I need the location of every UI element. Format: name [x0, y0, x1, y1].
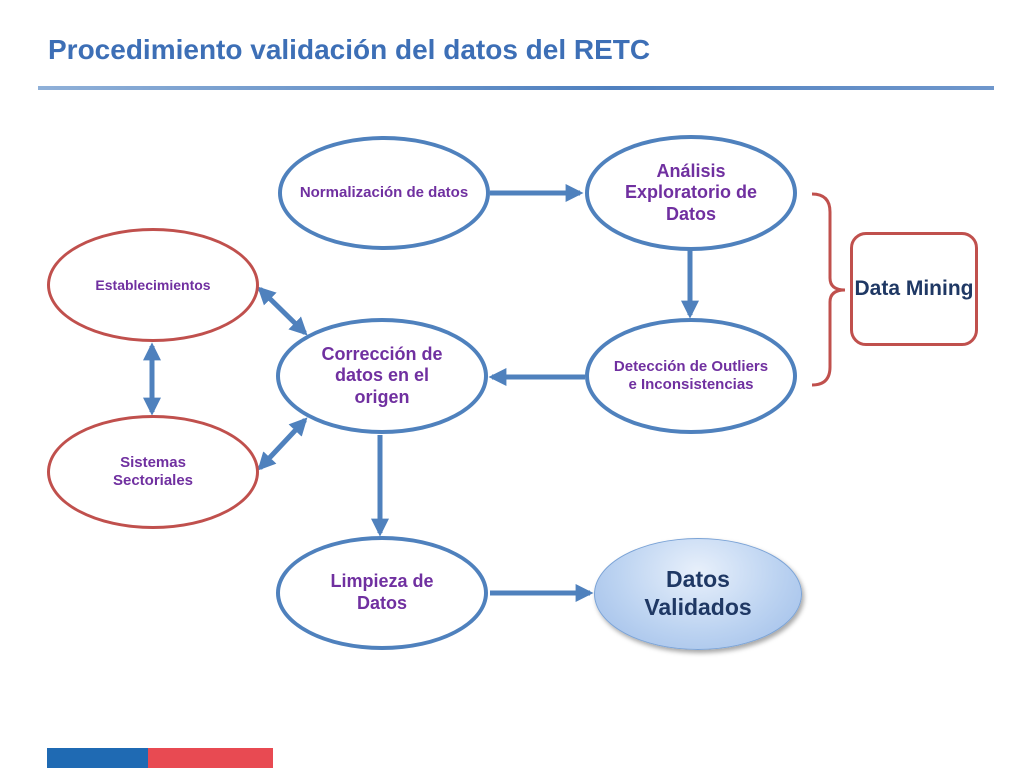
- data-mining-box: Data Mining: [850, 232, 978, 346]
- node-sistemas: Sistemas Sectoriales: [47, 415, 259, 529]
- node-datos-validados-label: Datos Validados: [644, 566, 752, 620]
- node-normalizacion-label: Normalización de datos: [299, 184, 469, 201]
- node-analisis-label: Análisis Exploratorio de Datos: [624, 160, 758, 224]
- data-mining-bracket: [811, 192, 846, 387]
- arrow-establecimientos-correccion: [257, 286, 308, 336]
- node-deteccion-label: Detección de Outliers e Inconsistencias: [613, 358, 769, 393]
- node-deteccion: Detección de Outliers e Inconsistencias: [585, 318, 797, 434]
- footer-bar-blue: [47, 748, 148, 768]
- node-limpieza-label: Limpieza de Datos: [330, 571, 434, 613]
- data-mining-label: Data Mining: [854, 276, 974, 300]
- node-limpieza: Limpieza de Datos: [276, 536, 488, 650]
- footer-bar-red: [148, 748, 273, 768]
- node-correccion: Corrección de datos en el origen: [276, 318, 488, 434]
- node-analisis: Análisis Exploratorio de Datos: [585, 135, 797, 251]
- arrow-sistemas-correccion: [257, 417, 308, 471]
- node-correccion-label: Corrección de datos en el origen: [321, 343, 443, 407]
- title-underline: [38, 86, 994, 90]
- node-establecimientos-label: Establecimientos: [95, 276, 211, 293]
- node-establecimientos: Establecimientos: [47, 228, 259, 342]
- node-sistemas-label: Sistemas Sectoriales: [112, 454, 194, 489]
- node-normalizacion: Normalización de datos: [278, 136, 490, 250]
- node-datos-validados: Datos Validados: [594, 538, 802, 650]
- slide-title: Procedimiento validación del datos del R…: [48, 34, 651, 65]
